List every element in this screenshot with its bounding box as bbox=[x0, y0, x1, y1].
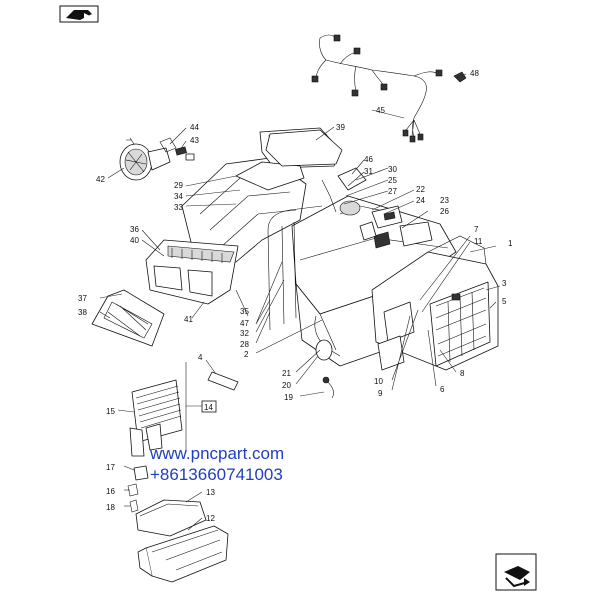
callout-18: 18 bbox=[106, 503, 115, 512]
callout-37: 37 bbox=[78, 294, 87, 303]
callout-box-14 bbox=[185, 362, 217, 452]
callout-6: 6 bbox=[440, 385, 445, 394]
callout-23: 23 bbox=[440, 196, 449, 205]
refrigerant-pipes bbox=[267, 179, 341, 361]
watermark-url: www.pncpart.com bbox=[150, 444, 285, 463]
callout-39: 39 bbox=[336, 123, 345, 132]
mounting-bracket bbox=[137, 525, 229, 583]
callout-17: 17 bbox=[106, 463, 115, 472]
callout-10: 10 bbox=[374, 377, 383, 386]
callout-29: 29 bbox=[174, 181, 183, 190]
callout-30: 30 bbox=[388, 165, 397, 174]
valve-block bbox=[337, 167, 433, 249]
callout-labels: 1 3 5 8 6 10 9 7 11 22 24 23 26 30 25 27… bbox=[78, 69, 513, 523]
air-filter bbox=[91, 289, 165, 347]
callout-42: 42 bbox=[96, 175, 105, 184]
callout-46: 46 bbox=[364, 155, 373, 164]
callout-22: 22 bbox=[416, 185, 425, 194]
callout-15: 15 bbox=[106, 407, 115, 416]
callout-33: 33 bbox=[174, 203, 183, 212]
callout-4: 4 bbox=[198, 353, 203, 362]
callout-19: 19 bbox=[284, 393, 293, 402]
callout-41: 41 bbox=[184, 315, 193, 324]
callout-11: 11 bbox=[474, 237, 483, 246]
callout-48: 48 bbox=[470, 69, 479, 78]
hose-clamps bbox=[127, 465, 149, 513]
blower-resistor bbox=[126, 137, 195, 161]
callout-40: 40 bbox=[130, 236, 139, 245]
callout-1: 1 bbox=[508, 239, 513, 248]
callout-21: 21 bbox=[282, 369, 291, 378]
callout-32: 32 bbox=[240, 329, 249, 338]
callout-45: 45 bbox=[376, 106, 385, 115]
callout-12: 12 bbox=[206, 514, 215, 523]
callout-2: 2 bbox=[244, 350, 249, 359]
callout-14: 14 bbox=[204, 403, 213, 412]
callout-28: 28 bbox=[240, 340, 249, 349]
callout-34: 34 bbox=[174, 192, 183, 201]
callout-31: 31 bbox=[364, 167, 373, 176]
wiring-harness bbox=[311, 34, 443, 143]
drip-tray bbox=[135, 499, 207, 537]
callout-25: 25 bbox=[388, 176, 397, 185]
heater-core-housing bbox=[371, 235, 499, 371]
callout-44: 44 bbox=[190, 123, 199, 132]
callout-38: 38 bbox=[78, 308, 87, 317]
page-nav-icon[interactable] bbox=[59, 5, 99, 23]
callout-24: 24 bbox=[416, 196, 425, 205]
callout-9: 9 bbox=[378, 389, 383, 398]
blower-motor bbox=[119, 137, 177, 181]
duct-outlet bbox=[145, 239, 239, 305]
callout-3: 3 bbox=[502, 279, 507, 288]
callout-36: 36 bbox=[130, 225, 139, 234]
callout-35: 35 bbox=[240, 307, 249, 316]
callout-8: 8 bbox=[460, 369, 465, 378]
callout-27: 27 bbox=[388, 187, 397, 196]
callout-13: 13 bbox=[206, 488, 215, 497]
return-arrow-icon[interactable] bbox=[495, 553, 537, 591]
seal-strip bbox=[207, 371, 239, 391]
callout-47: 47 bbox=[240, 319, 249, 328]
callout-26: 26 bbox=[440, 207, 449, 216]
leader-lines bbox=[99, 73, 501, 531]
heater-core bbox=[129, 379, 183, 457]
connector-48 bbox=[453, 71, 467, 83]
callout-20: 20 bbox=[282, 381, 291, 390]
callout-16: 16 bbox=[106, 487, 115, 496]
temp-sensor bbox=[322, 376, 334, 399]
callout-7: 7 bbox=[474, 225, 479, 234]
callout-5: 5 bbox=[502, 297, 507, 306]
defrost-duct bbox=[265, 129, 343, 167]
callout-43: 43 bbox=[190, 136, 199, 145]
watermark-phone: +8613660741003 bbox=[150, 465, 283, 484]
